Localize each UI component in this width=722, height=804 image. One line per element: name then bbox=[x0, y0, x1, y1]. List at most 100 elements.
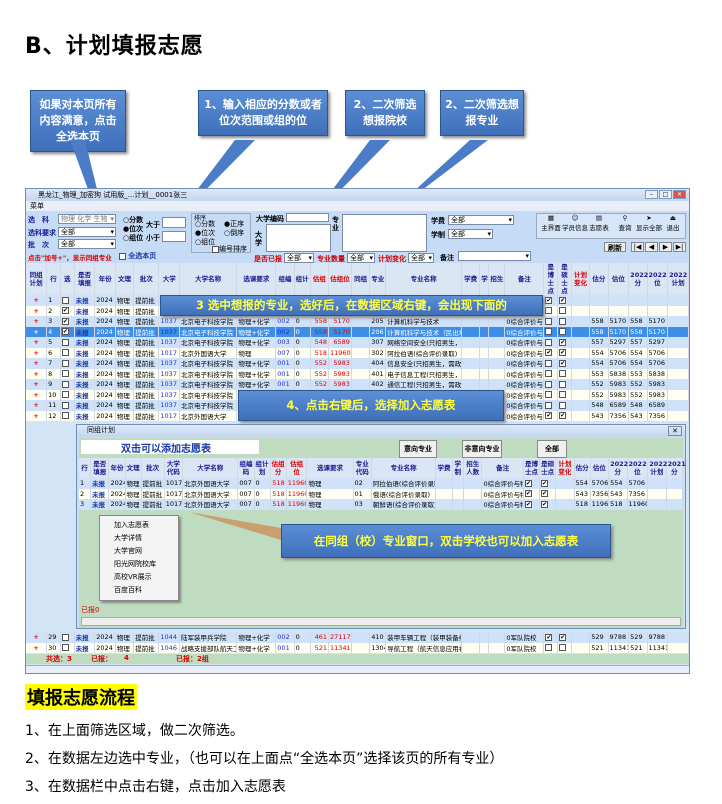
query-button[interactable]: ⚲查询 bbox=[618, 214, 632, 232]
first-page-button[interactable]: |◀ bbox=[631, 242, 644, 252]
fee-select[interactable]: 全部 bbox=[448, 215, 514, 225]
expand-group-icon[interactable]: + bbox=[26, 337, 48, 348]
cell-row-number[interactable]: 10 bbox=[46, 389, 61, 400]
select-checkbox[interactable]: ✔ bbox=[61, 307, 69, 315]
cell-select-checkbox[interactable] bbox=[60, 337, 75, 348]
prev-page-button[interactable]: ◀ bbox=[645, 242, 658, 252]
refresh-button[interactable]: 刷新 bbox=[604, 242, 626, 252]
cell-row-number[interactable]: 9 bbox=[46, 379, 61, 390]
context-menu-item[interactable]: 加入志愿表 bbox=[114, 521, 149, 529]
cell-select-checkbox[interactable] bbox=[60, 410, 75, 421]
all-button[interactable]: 全部 bbox=[537, 440, 567, 458]
cell-row-number[interactable]: 7 bbox=[46, 358, 61, 369]
univ-code-input[interactable] bbox=[286, 213, 329, 222]
note-select[interactable] bbox=[458, 251, 531, 261]
context-menu-item[interactable]: 高校VR展示 bbox=[114, 573, 152, 581]
cell-row-number[interactable]: 11 bbox=[46, 400, 61, 411]
last-page-button[interactable]: ▶| bbox=[673, 242, 686, 252]
select-checkbox[interactable] bbox=[61, 401, 69, 409]
major-count-select[interactable]: 全部 bbox=[347, 253, 375, 263]
select-checkbox[interactable]: ✔ bbox=[61, 317, 69, 325]
radio-score[interactable]: 分数 bbox=[129, 216, 144, 224]
expand-group-icon[interactable]: + bbox=[26, 410, 48, 421]
dialog-row[interactable]: 3未报2024物理提前批1017北京外国语大学007051811960物理03朝… bbox=[79, 499, 684, 510]
cell-select-checkbox[interactable] bbox=[60, 642, 75, 653]
radio-group-rank[interactable]: 组位 bbox=[129, 234, 144, 242]
lt-input[interactable] bbox=[162, 231, 186, 242]
select-checkbox[interactable] bbox=[61, 633, 69, 641]
dialog-scrollbar[interactable] bbox=[81, 617, 681, 626]
code-sort-checkbox[interactable]: 编号排序 bbox=[212, 244, 247, 254]
cell-select-checkbox[interactable]: ✔ bbox=[60, 316, 75, 327]
expand-group-icon[interactable]: + bbox=[26, 347, 48, 358]
select-checkbox[interactable]: ✔ bbox=[61, 328, 69, 336]
sort-field-radios[interactable]: ○分数●位次○组位 bbox=[195, 220, 216, 246]
select-checkbox[interactable] bbox=[61, 349, 69, 357]
cell-select-checkbox[interactable] bbox=[60, 295, 75, 306]
minimize-button[interactable]: – bbox=[645, 190, 658, 199]
next-page-button[interactable]: ▶ bbox=[659, 242, 672, 252]
expand-group-icon[interactable]: + bbox=[26, 326, 48, 337]
select-all-page-checkbox[interactable]: 全选本页 bbox=[119, 251, 156, 261]
subject-select[interactable]: 物理 化学 生物 bbox=[58, 214, 116, 224]
cell-row-number[interactable]: 29 bbox=[46, 632, 61, 643]
dialog-row[interactable]: 1未报2024物理提前批1017北京外国语大学007051811960物理02阿… bbox=[79, 478, 684, 489]
dialog-row[interactable]: 2未报2024物理提前批1017北京外国语大学007051811960物理01俄… bbox=[79, 488, 684, 499]
wishlist-button[interactable]: ▤志愿表 bbox=[589, 214, 609, 232]
horizontal-scrollbar[interactable] bbox=[26, 665, 689, 673]
cell-select-checkbox[interactable] bbox=[60, 368, 75, 379]
non-intended-major-button[interactable]: 非意向专业 bbox=[462, 440, 502, 458]
cell-select-checkbox[interactable]: ✔ bbox=[60, 305, 75, 316]
cell-row-number[interactable]: 2 bbox=[46, 305, 61, 316]
show-all-button[interactable]: ➤显示全部 bbox=[636, 214, 662, 232]
cell-row-number[interactable]: 5 bbox=[46, 337, 61, 348]
select-checkbox[interactable] bbox=[61, 412, 69, 420]
expand-group-icon[interactable]: + bbox=[26, 379, 48, 390]
cell-row-number[interactable]: 8 bbox=[46, 368, 61, 379]
expand-group-icon[interactable]: + bbox=[26, 316, 48, 327]
subject-req-select[interactable]: 全部 bbox=[58, 227, 116, 237]
cell-select-checkbox[interactable] bbox=[60, 632, 75, 643]
exit-button[interactable]: ⏏退出 bbox=[666, 214, 680, 232]
maximize-button[interactable]: □ bbox=[659, 190, 672, 199]
student-info-button[interactable]: ☺学员信息 bbox=[562, 214, 588, 232]
sort-order-radios[interactable]: ●正序○倒序 bbox=[224, 220, 245, 237]
cell-row-number[interactable]: 4 bbox=[46, 326, 61, 337]
score-type-radios[interactable]: ○分数●位次○组位 bbox=[123, 216, 144, 242]
expand-group-icon[interactable]: + bbox=[26, 358, 48, 369]
cell-select-checkbox[interactable] bbox=[60, 347, 75, 358]
batch-select[interactable]: 全部 bbox=[58, 239, 116, 249]
expand-group-icon[interactable]: + bbox=[26, 389, 48, 400]
expand-group-icon[interactable]: + bbox=[26, 642, 48, 653]
select-checkbox[interactable] bbox=[61, 380, 69, 388]
close-button[interactable]: ✕ bbox=[673, 190, 686, 199]
expand-group-icon[interactable]: + bbox=[26, 305, 48, 316]
table-row[interactable]: +30未报2024物理提前批1046战略支援部队航天工程物理+化学0010521… bbox=[26, 642, 689, 653]
cell-select-checkbox[interactable] bbox=[60, 400, 75, 411]
context-menu-item[interactable]: 大学官网 bbox=[114, 547, 142, 555]
context-menu-item[interactable]: 大学详情 bbox=[114, 534, 142, 542]
univ-input[interactable] bbox=[266, 224, 331, 252]
select-checkbox[interactable] bbox=[61, 338, 69, 346]
duration-select[interactable]: 全部 bbox=[448, 229, 493, 239]
cell-row-number[interactable]: 1 bbox=[46, 295, 61, 306]
context-menu-item[interactable]: 阳光网院校库 bbox=[114, 560, 156, 568]
plan-change-select[interactable]: 全部 bbox=[408, 253, 434, 263]
home-button[interactable]: ▦主界面 bbox=[541, 214, 561, 232]
expand-group-icon[interactable]: + bbox=[26, 368, 48, 379]
cell-select-checkbox[interactable] bbox=[60, 358, 75, 369]
select-checkbox[interactable] bbox=[61, 370, 69, 378]
cell-select-checkbox[interactable]: ✔ bbox=[60, 326, 75, 337]
cell-row-number[interactable]: 6 bbox=[46, 347, 61, 358]
cell-select-checkbox[interactable] bbox=[60, 379, 75, 390]
radio-rank[interactable]: 位次 bbox=[129, 225, 144, 233]
intended-major-button[interactable]: 意向专业 bbox=[399, 440, 437, 458]
